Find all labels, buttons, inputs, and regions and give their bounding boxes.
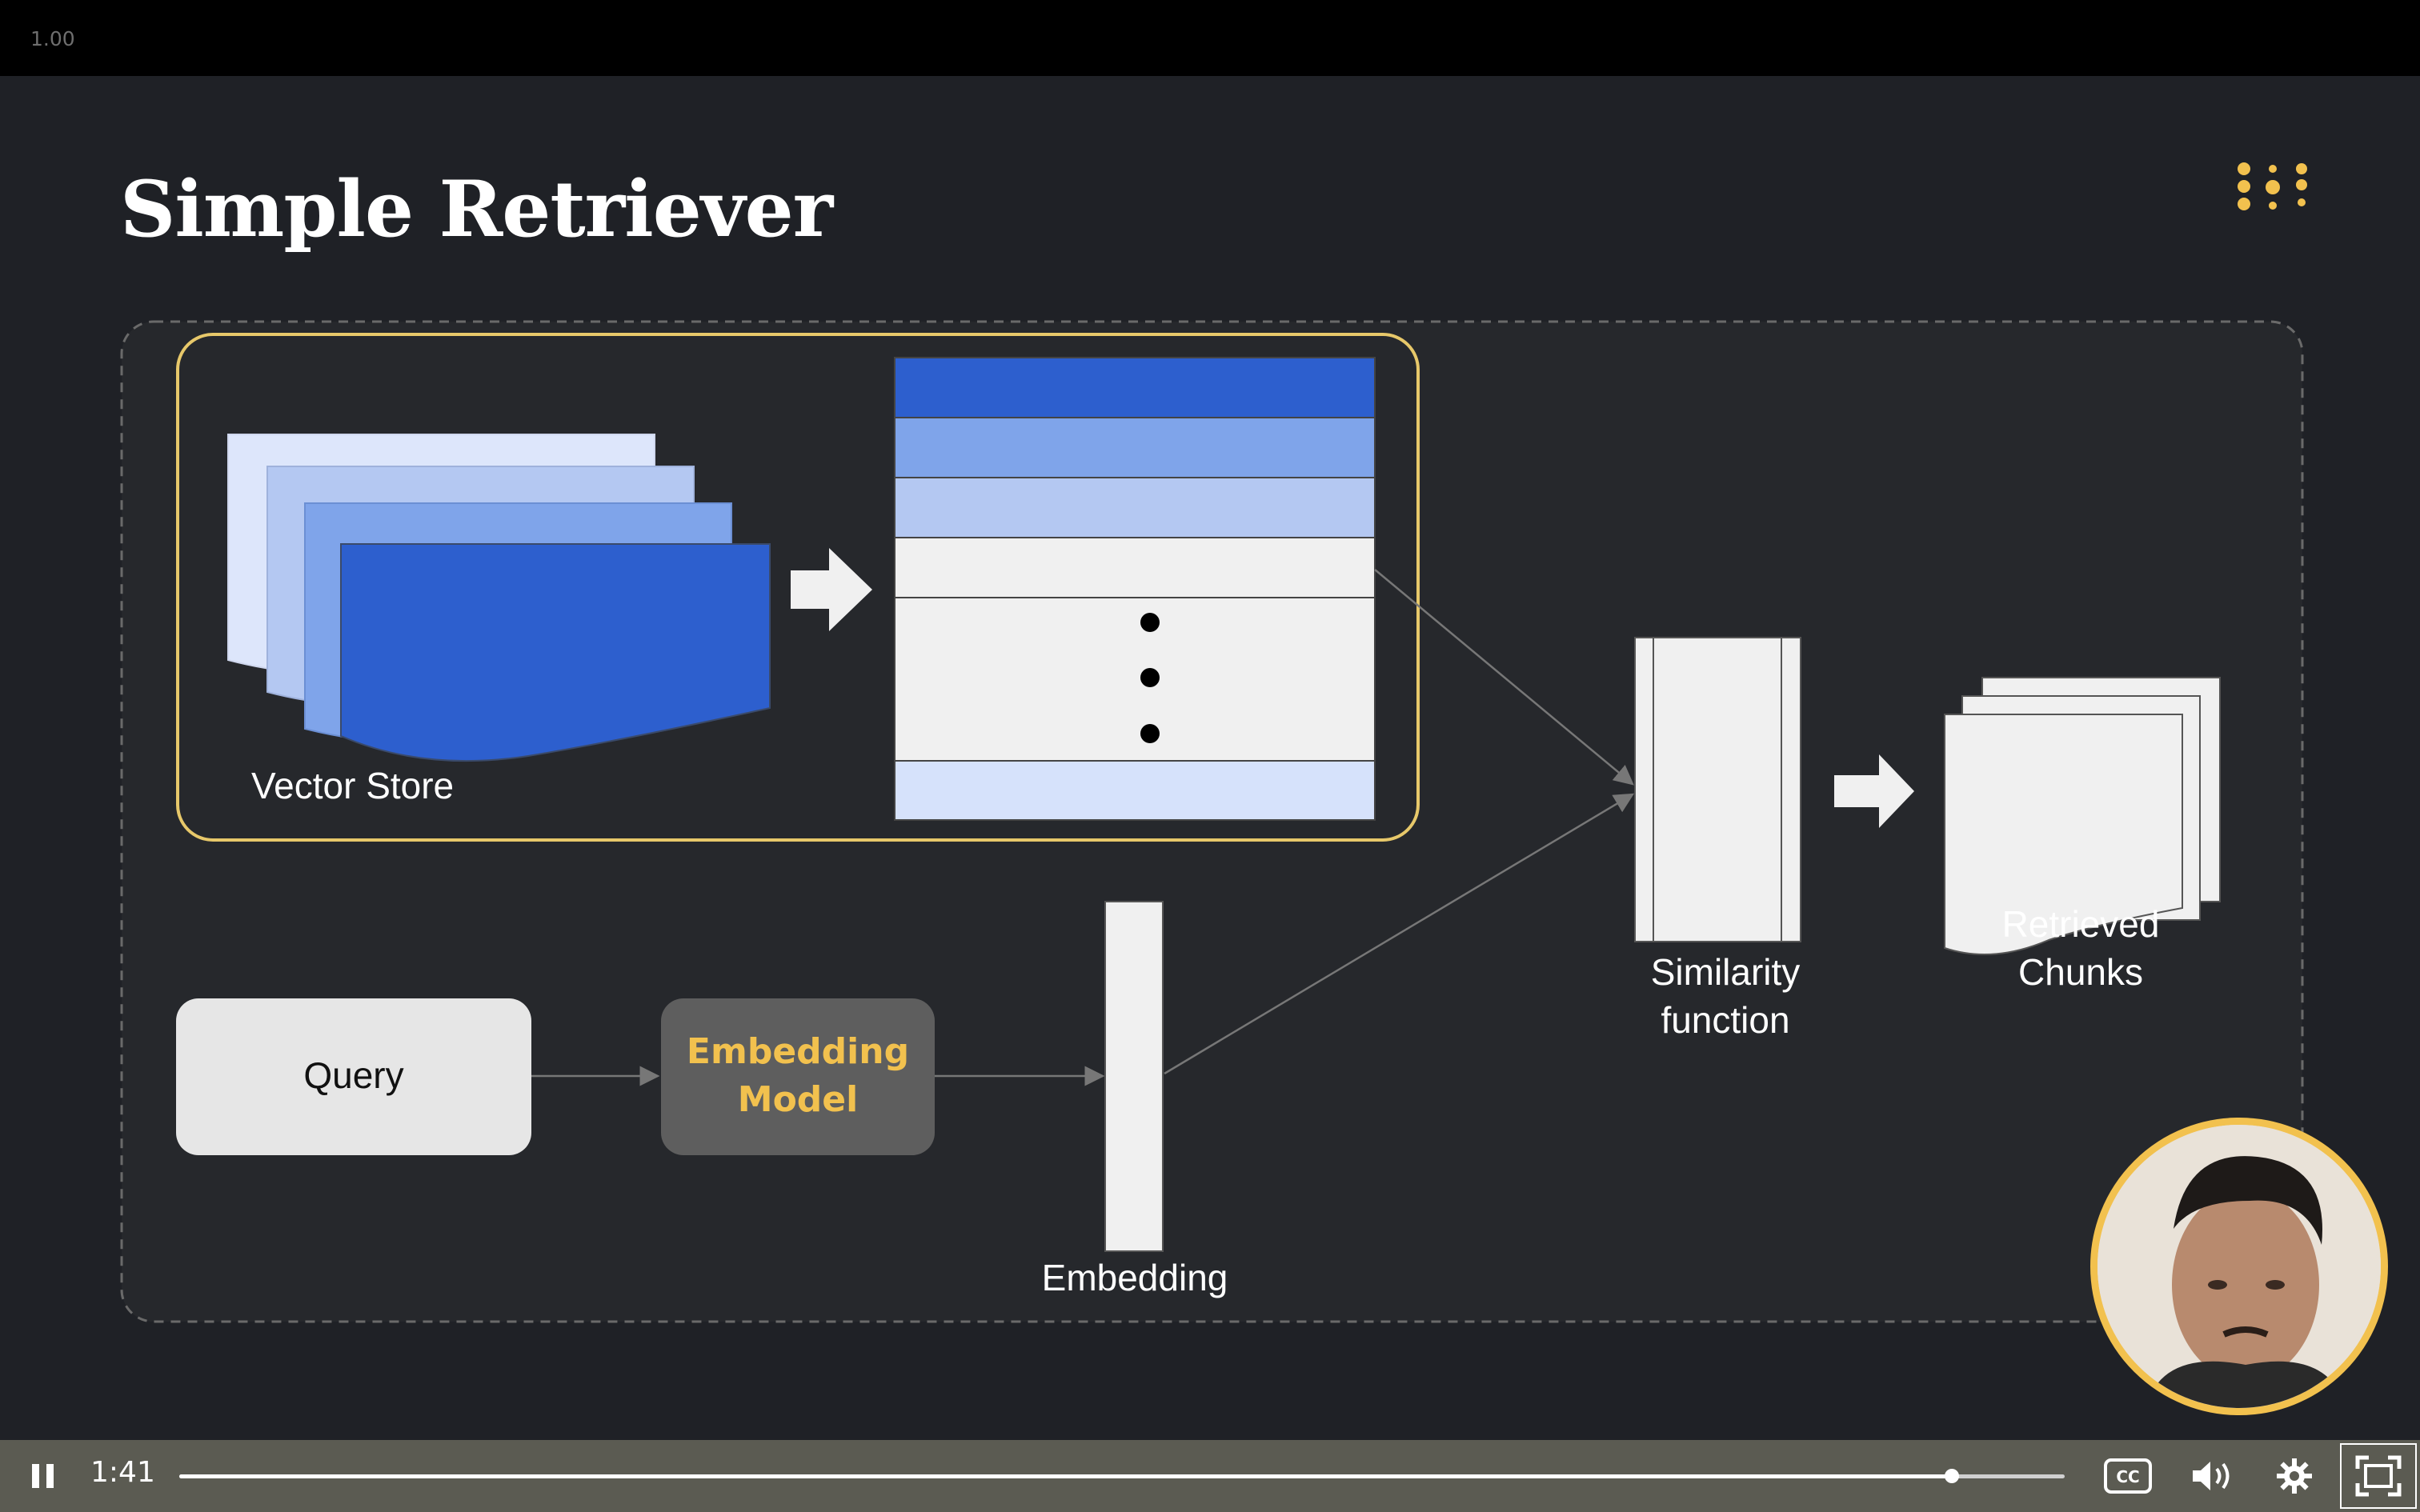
- retriever-diagram: [120, 320, 2304, 1323]
- retrieved-chunks-label: Retrieved Chunks: [2001, 903, 2160, 993]
- presenter-webcam: [2090, 1118, 2388, 1415]
- vector-table: [894, 357, 1376, 821]
- embedding-model-label: Embedding Model: [686, 1031, 910, 1120]
- svg-text:CC: CC: [2116, 1467, 2139, 1486]
- progress-played: [179, 1474, 1952, 1478]
- dots-logo-icon: [2238, 162, 2307, 210]
- current-time: 1:41: [90, 1456, 155, 1489]
- vector-arrow: [791, 548, 872, 631]
- fullscreen-icon: [2355, 1455, 2402, 1497]
- vector-store-label: Vector Store: [251, 765, 455, 806]
- retrieved-chunks-stack: [1944, 677, 2221, 955]
- query-label: Query: [303, 1054, 404, 1096]
- volume-icon[interactable]: [2190, 1458, 2234, 1494]
- progress-thumb[interactable]: [1944, 1469, 1959, 1483]
- embedding-label: Embedding: [1041, 1257, 1228, 1298]
- closed-captions-icon[interactable]: CC: [2103, 1458, 2153, 1494]
- retrieve-arrow: [1834, 754, 1914, 828]
- player-controls: 1:41 CC: [0, 1440, 2420, 1512]
- playback-speed-label[interactable]: 1.00: [30, 27, 75, 50]
- similarity-function-shape: [1634, 637, 1801, 942]
- pause-icon[interactable]: [30, 1462, 56, 1490]
- embedding-model-box: [661, 998, 935, 1155]
- presenter-avatar: [2097, 1125, 2381, 1408]
- embedding-vector: [1104, 901, 1164, 1252]
- slide-title: Simple Retriever: [120, 164, 833, 254]
- video-frame[interactable]: Simple Retriever: [0, 76, 2420, 1440]
- fullscreen-button[interactable]: [2340, 1443, 2417, 1509]
- document-stack: [227, 434, 771, 762]
- top-bar: 1.00: [0, 0, 2420, 76]
- query-box: [176, 998, 531, 1155]
- gear-icon[interactable]: [2276, 1458, 2313, 1494]
- similarity-function-label: Similarity function: [1650, 951, 1801, 1041]
